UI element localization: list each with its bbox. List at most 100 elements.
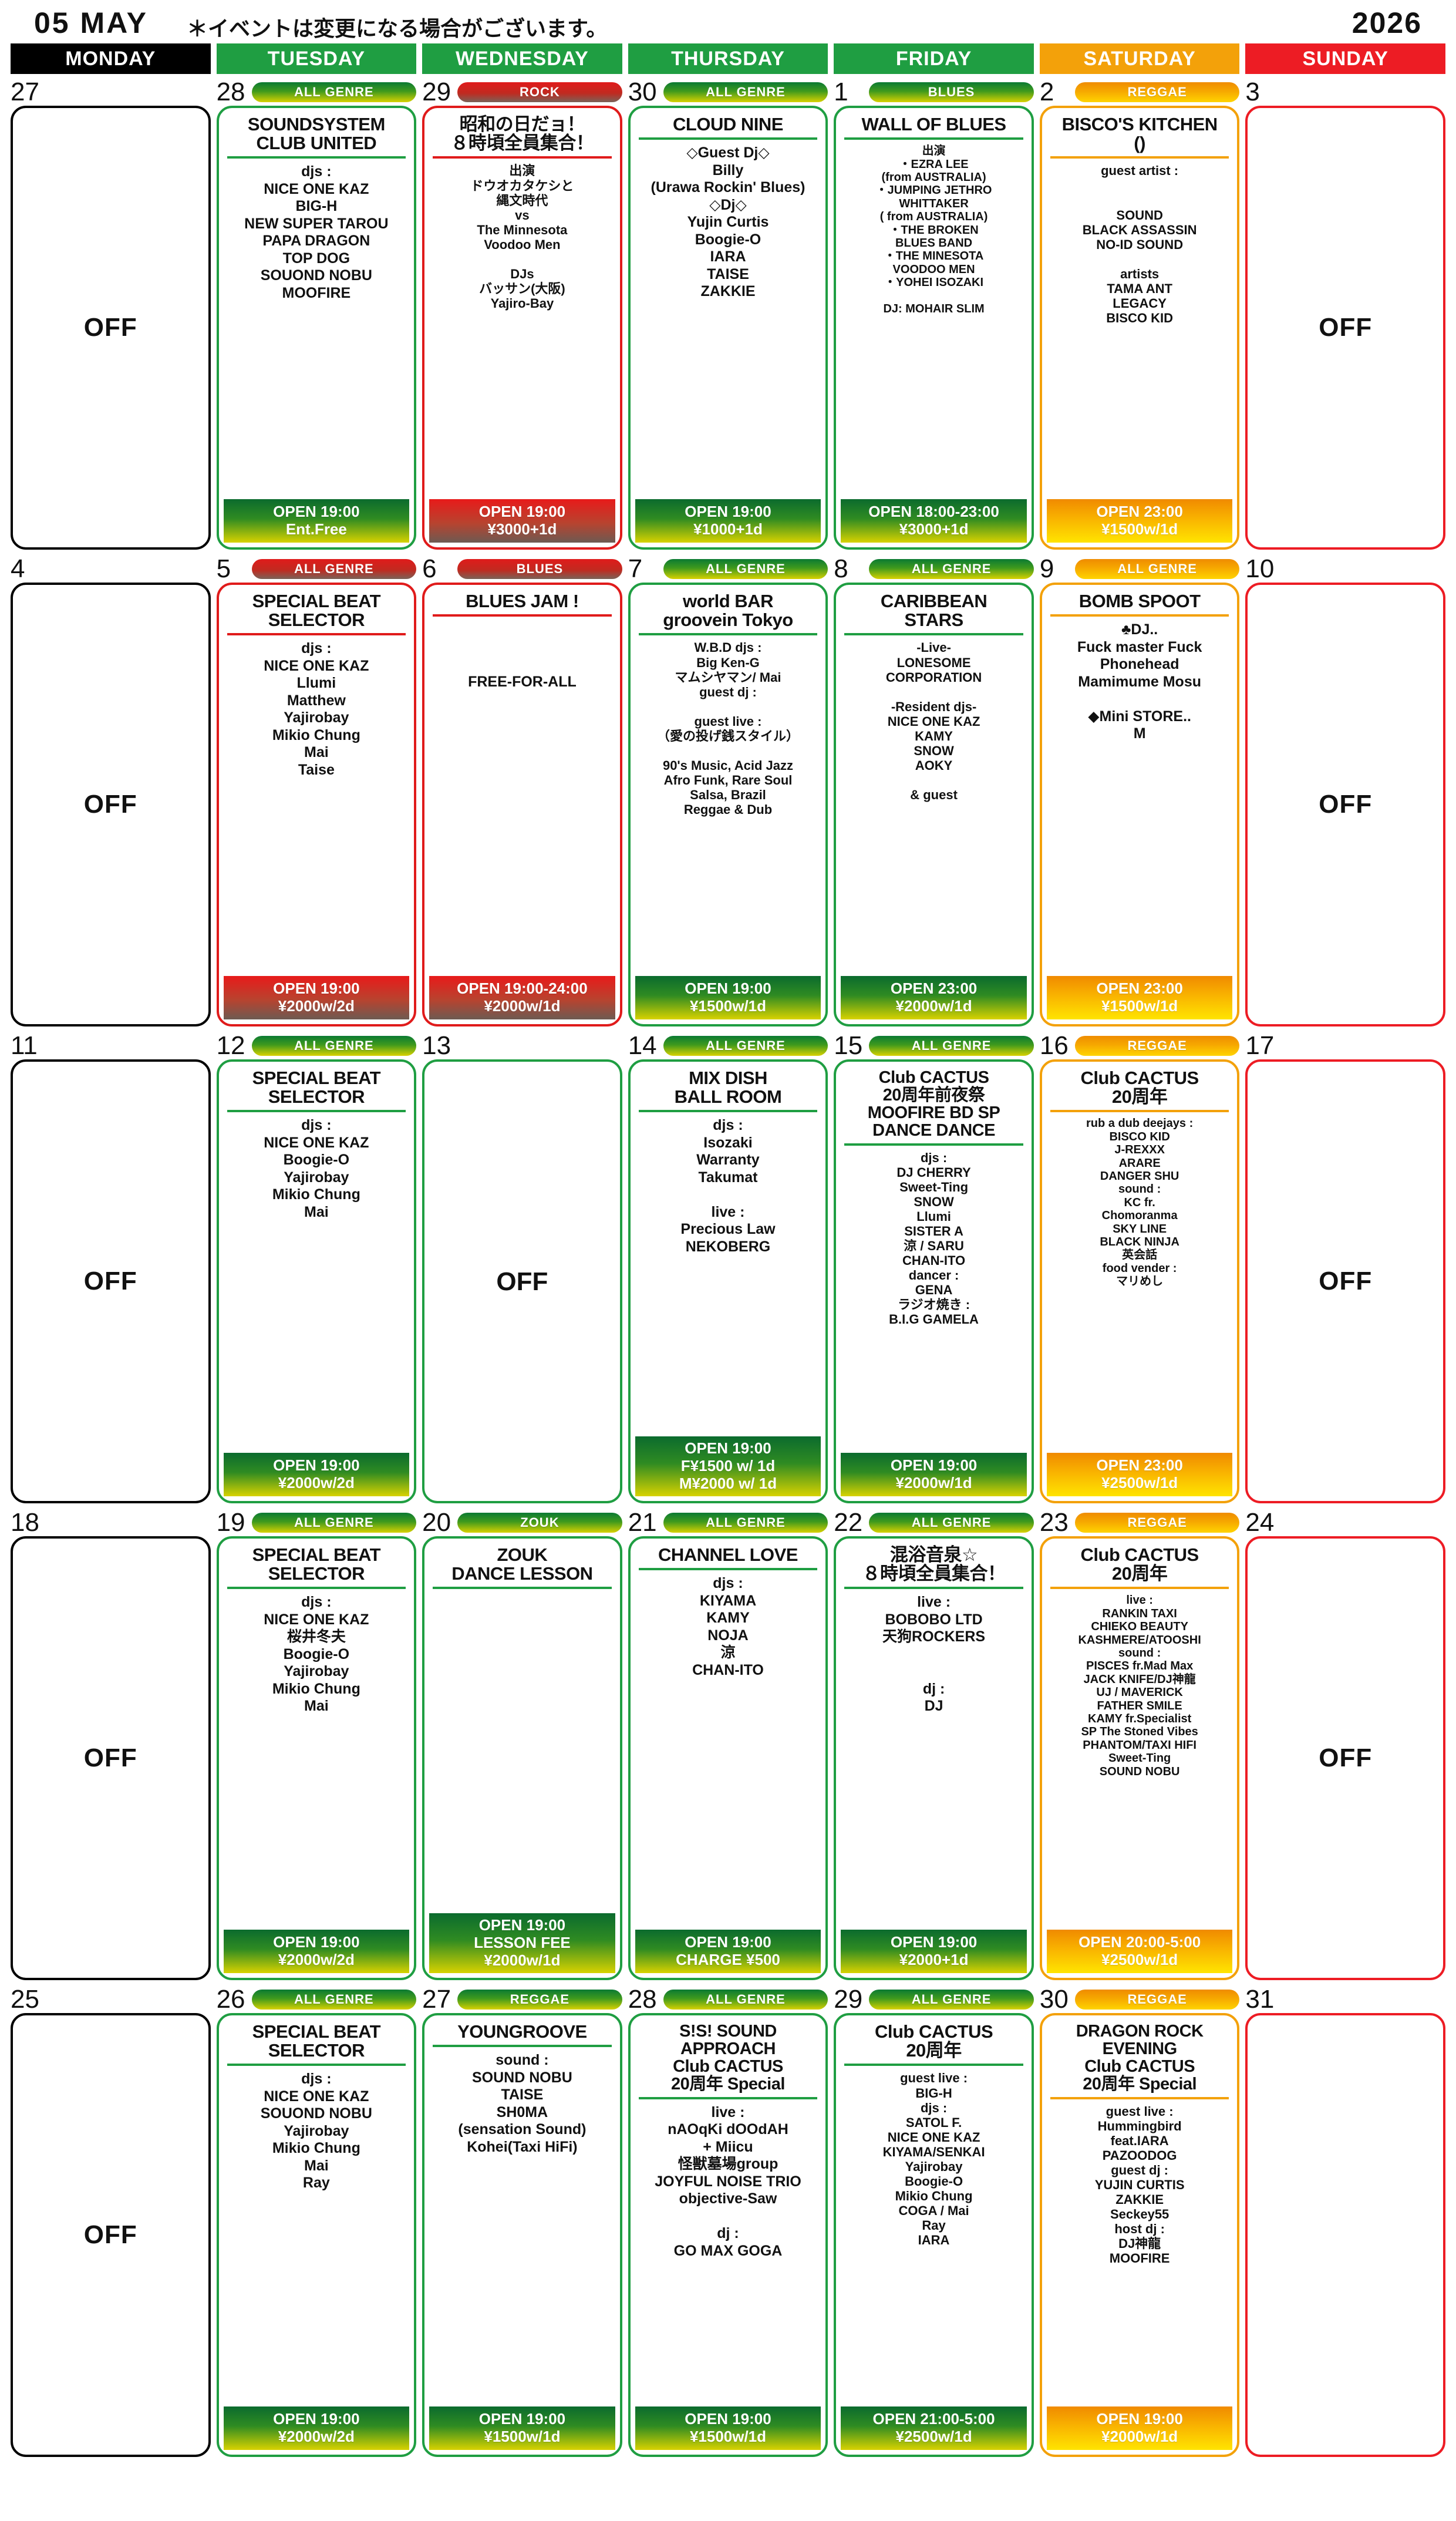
event-card[interactable]: S!S! SOUND APPROACH Club CACTUS 20周年 Spe… <box>628 2013 828 2457</box>
day-off-card <box>1245 2013 1445 2457</box>
day-off-card: OFF <box>1245 1536 1445 1980</box>
event-card[interactable]: DRAGON ROCK EVENING Club CACTUS 20周年 Spe… <box>1039 2013 1240 2457</box>
day-header: 4 <box>11 556 211 583</box>
event-lineup: ◇Guest Dj◇ Billy (Urawa Rockin' Blues) ◇… <box>651 144 805 300</box>
event-card[interactable]: 昭和の日だョ！ ８時頃全員集合！出演 ドウオカタケシと 縄文時代 vs The … <box>422 106 622 550</box>
genre-badge-placeholder <box>1280 1990 1445 2010</box>
event-title: Club CACTUS 20周年前夜祭 MOOFIRE BD SP DANCE … <box>867 1068 1000 1140</box>
title-divider <box>638 137 818 140</box>
off-label: OFF <box>83 2220 137 2249</box>
genre-badge: ALL GENRE <box>251 82 417 102</box>
genre-badge: ALL GENRE <box>869 1513 1034 1533</box>
event-card[interactable]: BOMB SPOOT♣DJ.. Fuck master Fuck Phonehe… <box>1039 583 1240 1026</box>
event-card[interactable]: Club CACTUS 20周年前夜祭 MOOFIRE BD SP DANCE … <box>834 1059 1034 1503</box>
event-title: ZOUK DANCE LESSON <box>451 1544 593 1584</box>
day-off-card: OFF <box>1245 1059 1445 1503</box>
day-number: 3 <box>1245 78 1260 106</box>
event-card[interactable]: CLOUD NINE◇Guest Dj◇ Billy (Urawa Rockin… <box>628 106 828 550</box>
event-card[interactable]: OFF <box>422 1059 622 1503</box>
event-card[interactable]: CARIBBEAN STARS-Live- LONESOME CORPORATI… <box>834 583 1034 1026</box>
genre-badge-placeholder <box>46 82 211 102</box>
open-time-price-bar: OPEN 19:00 F¥1500 w/ 1d M¥2000 w/ 1d <box>635 1436 821 1496</box>
genre-badge: ZOUK <box>457 1513 622 1533</box>
day-number: 18 <box>11 1508 39 1537</box>
title-divider <box>433 1587 612 1590</box>
day-number: 23 <box>1039 1508 1069 1537</box>
genre-badge: ALL GENRE <box>251 1513 417 1533</box>
calendar-day-cell-31[interactable]: 31 <box>1245 1986 1445 2459</box>
title-divider <box>227 1110 406 1113</box>
day-number: 29 <box>422 78 451 106</box>
event-lineup: live : BOBOBO LTD 天狗ROCKERS dj : DJ <box>882 1594 986 1715</box>
day-number: 27 <box>11 78 39 106</box>
open-time-price-bar: OPEN 19:00 ¥1500w/1d <box>635 2406 821 2450</box>
open-time-price-bar: OPEN 19:00 ¥2000w/2d <box>223 976 410 1019</box>
day-number: 24 <box>1245 1508 1275 1537</box>
event-lineup: djs : KIYAMA KAMY NOJA 涼 CHAN-ITO <box>692 1575 764 1678</box>
day-number: 26 <box>216 1985 245 2014</box>
month-label: 05 MAY <box>34 6 149 39</box>
event-title: 昭和の日だョ！ ８時頃全員集合！ <box>450 114 594 154</box>
day-header: 13 <box>422 1032 622 1059</box>
event-card[interactable]: 混浴音泉☆ ８時頃全員集合！live : BOBOBO LTD 天狗ROCKER… <box>834 1536 1034 1980</box>
genre-badge-placeholder <box>46 1513 211 1533</box>
event-card[interactable]: BISCO'S KITCHEN ()guest artist : SOUND B… <box>1039 106 1240 550</box>
day-header: 25 <box>11 1986 211 2013</box>
event-lineup: live : RANKIN TAXI CHIEKO BEAUTY KASHMER… <box>1078 1594 1201 1778</box>
day-number: 7 <box>628 554 643 583</box>
